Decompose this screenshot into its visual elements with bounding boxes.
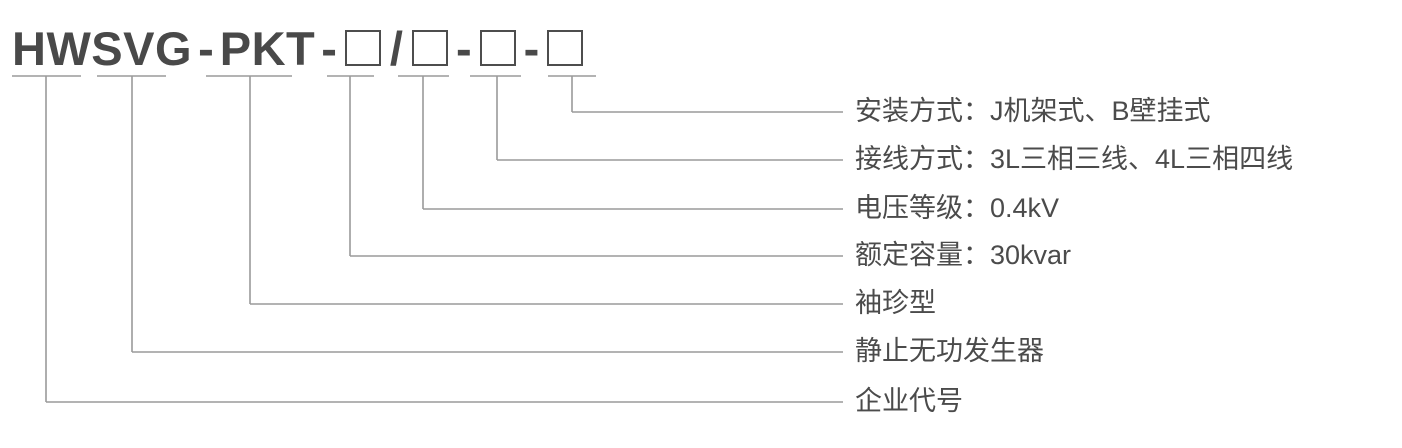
leader-wiring-type <box>470 75 843 161</box>
callout-label-mounting-type: 安装方式：J机架式、B壁挂式 <box>855 96 1211 127</box>
code-separator-1: - <box>198 21 214 75</box>
code-placeholder-box-2 <box>411 30 448 66</box>
callout-label-enterprise-code: 企业代号 <box>855 386 963 417</box>
leader-enterprise-code <box>12 75 843 403</box>
code-slash: / <box>389 21 403 75</box>
code-separator-3: - <box>455 21 472 75</box>
leader-pocket-type <box>206 75 843 305</box>
code-placeholder-box-4 <box>547 30 584 66</box>
callout-label-static-var-generator: 静止无功发生器 <box>855 336 1044 367</box>
model-code-headline: HWSVG - PKT - / - - <box>12 20 585 76</box>
leader-static-var-generator <box>97 75 843 353</box>
leader-mounting-type <box>548 75 843 113</box>
code-separator-2: - <box>321 21 337 75</box>
leader-rated-capacity <box>327 75 843 257</box>
code-part-hwsvg: HWSVG <box>12 21 193 75</box>
code-placeholder-box-1 <box>344 30 381 66</box>
code-placeholder-box-3 <box>479 30 516 66</box>
code-part-pkt: PKT <box>219 21 316 75</box>
leader-voltage-level <box>398 75 843 210</box>
callout-label-rated-capacity: 额定容量：30kvar <box>855 240 1072 271</box>
callout-label-wiring-type: 接线方式：3L三相三线、4L三相四线 <box>855 144 1294 175</box>
code-separator-4: - <box>523 21 540 75</box>
callout-label-voltage-level: 电压等级：0.4kV <box>855 193 1060 224</box>
callout-label-pocket-type: 袖珍型 <box>855 288 936 319</box>
